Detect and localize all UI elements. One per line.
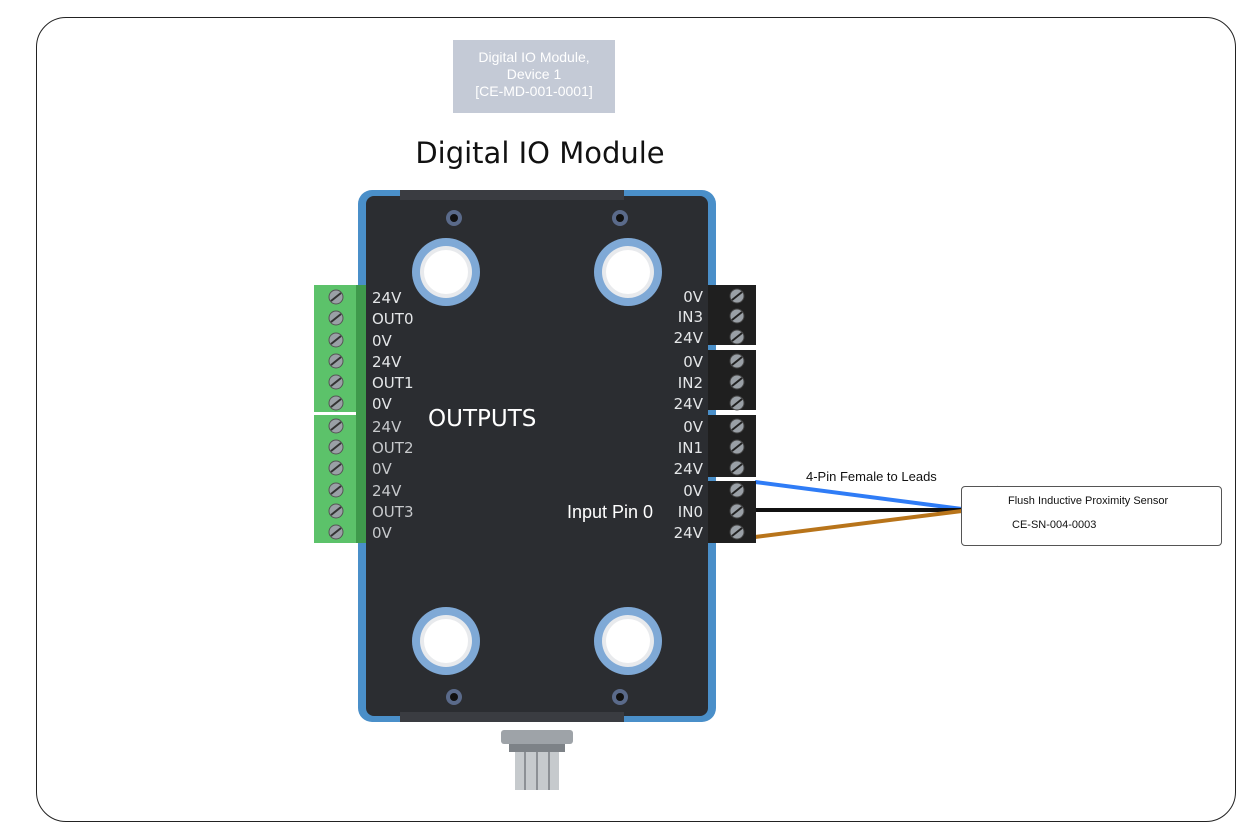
sensor-box: Flush Inductive Proximity Sensor CE-SN-0… <box>961 486 1222 546</box>
input-terminal-label: IN0 <box>678 503 703 521</box>
output-terminal-label: 0V <box>372 332 393 350</box>
wire-brown <box>754 509 963 539</box>
output-terminal-label: OUT3 <box>372 503 414 521</box>
device-label-line-3: [CE-MD-001-0001] <box>475 83 593 99</box>
input-terminal-slot <box>731 485 743 495</box>
input-terminal-label: 0V <box>683 482 704 500</box>
output-terminal-slot <box>330 506 342 516</box>
output-terminal-label: 24V <box>372 353 402 371</box>
input-terminal-label: IN2 <box>678 374 703 392</box>
output-terminal-label: OUT2 <box>372 439 414 457</box>
module-title: Digital IO Module <box>415 136 665 170</box>
device-label: Digital IO Module, Device 1 [CE-MD-001-0… <box>453 40 615 113</box>
input-terminal-slot <box>731 332 743 342</box>
wire-blue <box>754 480 963 511</box>
output-terminal-slot <box>330 377 342 387</box>
output-terminal-label: 24V <box>372 289 402 307</box>
m12-connector <box>501 730 573 790</box>
output-terminal-slot <box>330 335 342 345</box>
input-terminal-slot <box>731 463 743 473</box>
device-label-line-2: Device 1 <box>506 66 562 82</box>
input-terminal-label: 0V <box>683 353 704 371</box>
output-terminal-slot <box>330 292 342 302</box>
input-terminal-slot <box>731 311 743 321</box>
output-terminal-slot <box>330 463 342 473</box>
mounting-hole-bottom-left <box>412 607 480 675</box>
output-terminal-labels: 24V OUT0 0V 24V OUT1 0V 24V OUT2 0V 24V OUT3 0V <box>372 289 414 542</box>
output-terminal-slot <box>330 356 342 366</box>
outputs-label: OUTPUTS <box>428 406 537 432</box>
input-connectors <box>708 285 756 543</box>
output-terminal-slot <box>330 398 342 408</box>
output-terminal-label: 0V <box>372 524 393 542</box>
io-module <box>358 190 716 722</box>
input-terminal-slot <box>731 506 743 516</box>
input-terminal-label: 0V <box>683 288 704 306</box>
cable-label: 4-Pin Female to Leads <box>806 469 937 484</box>
input-terminal-slot <box>731 442 743 452</box>
device-label-line-1: Digital IO Module, <box>478 49 590 65</box>
input-terminal-slot <box>731 356 743 366</box>
sensor-id: CE-SN-004-0003 <box>1012 519 1097 531</box>
mounting-hole-bottom-right <box>594 607 662 675</box>
input-terminal-label: 24V <box>674 524 704 542</box>
input-terminal-label: IN3 <box>678 308 703 326</box>
input-terminal-label: 24V <box>674 329 704 347</box>
input-terminal-label: 0V <box>683 418 704 436</box>
output-terminal-slot <box>330 485 342 495</box>
input-terminal-slot <box>731 398 743 408</box>
input-terminal-label: 24V <box>674 460 704 478</box>
mounting-hole-top-right <box>594 238 662 306</box>
output-connectors <box>314 285 366 543</box>
input-terminal-label: 24V <box>674 395 704 413</box>
output-terminal-label: OUT1 <box>372 374 414 392</box>
output-terminal-label: 0V <box>372 395 393 413</box>
output-terminal-label: 24V <box>372 418 402 436</box>
output-terminal-slot <box>330 442 342 452</box>
output-terminal-label: 24V <box>372 482 402 500</box>
output-terminal-slot <box>330 527 342 537</box>
input-terminal-labels: 0V IN3 24V 0V IN2 24V 0V IN1 24V 0V IN0 24V <box>674 288 704 542</box>
input-pin-label: Input Pin 0 <box>567 502 654 522</box>
input-terminal-slot <box>731 421 743 431</box>
input-terminal-slot <box>731 291 743 301</box>
input-terminal-slot <box>731 527 743 537</box>
mounting-hole-top-left <box>412 238 480 306</box>
cable-wires <box>754 480 963 539</box>
output-terminal-slot <box>330 421 342 431</box>
output-terminal-slot <box>330 313 342 323</box>
output-terminal-label: OUT0 <box>372 310 414 328</box>
input-terminal-label: IN1 <box>678 439 703 457</box>
sensor-name: Flush Inductive Proximity Sensor <box>1008 495 1169 507</box>
input-terminal-slot <box>731 377 743 387</box>
output-terminal-label: 0V <box>372 460 393 478</box>
